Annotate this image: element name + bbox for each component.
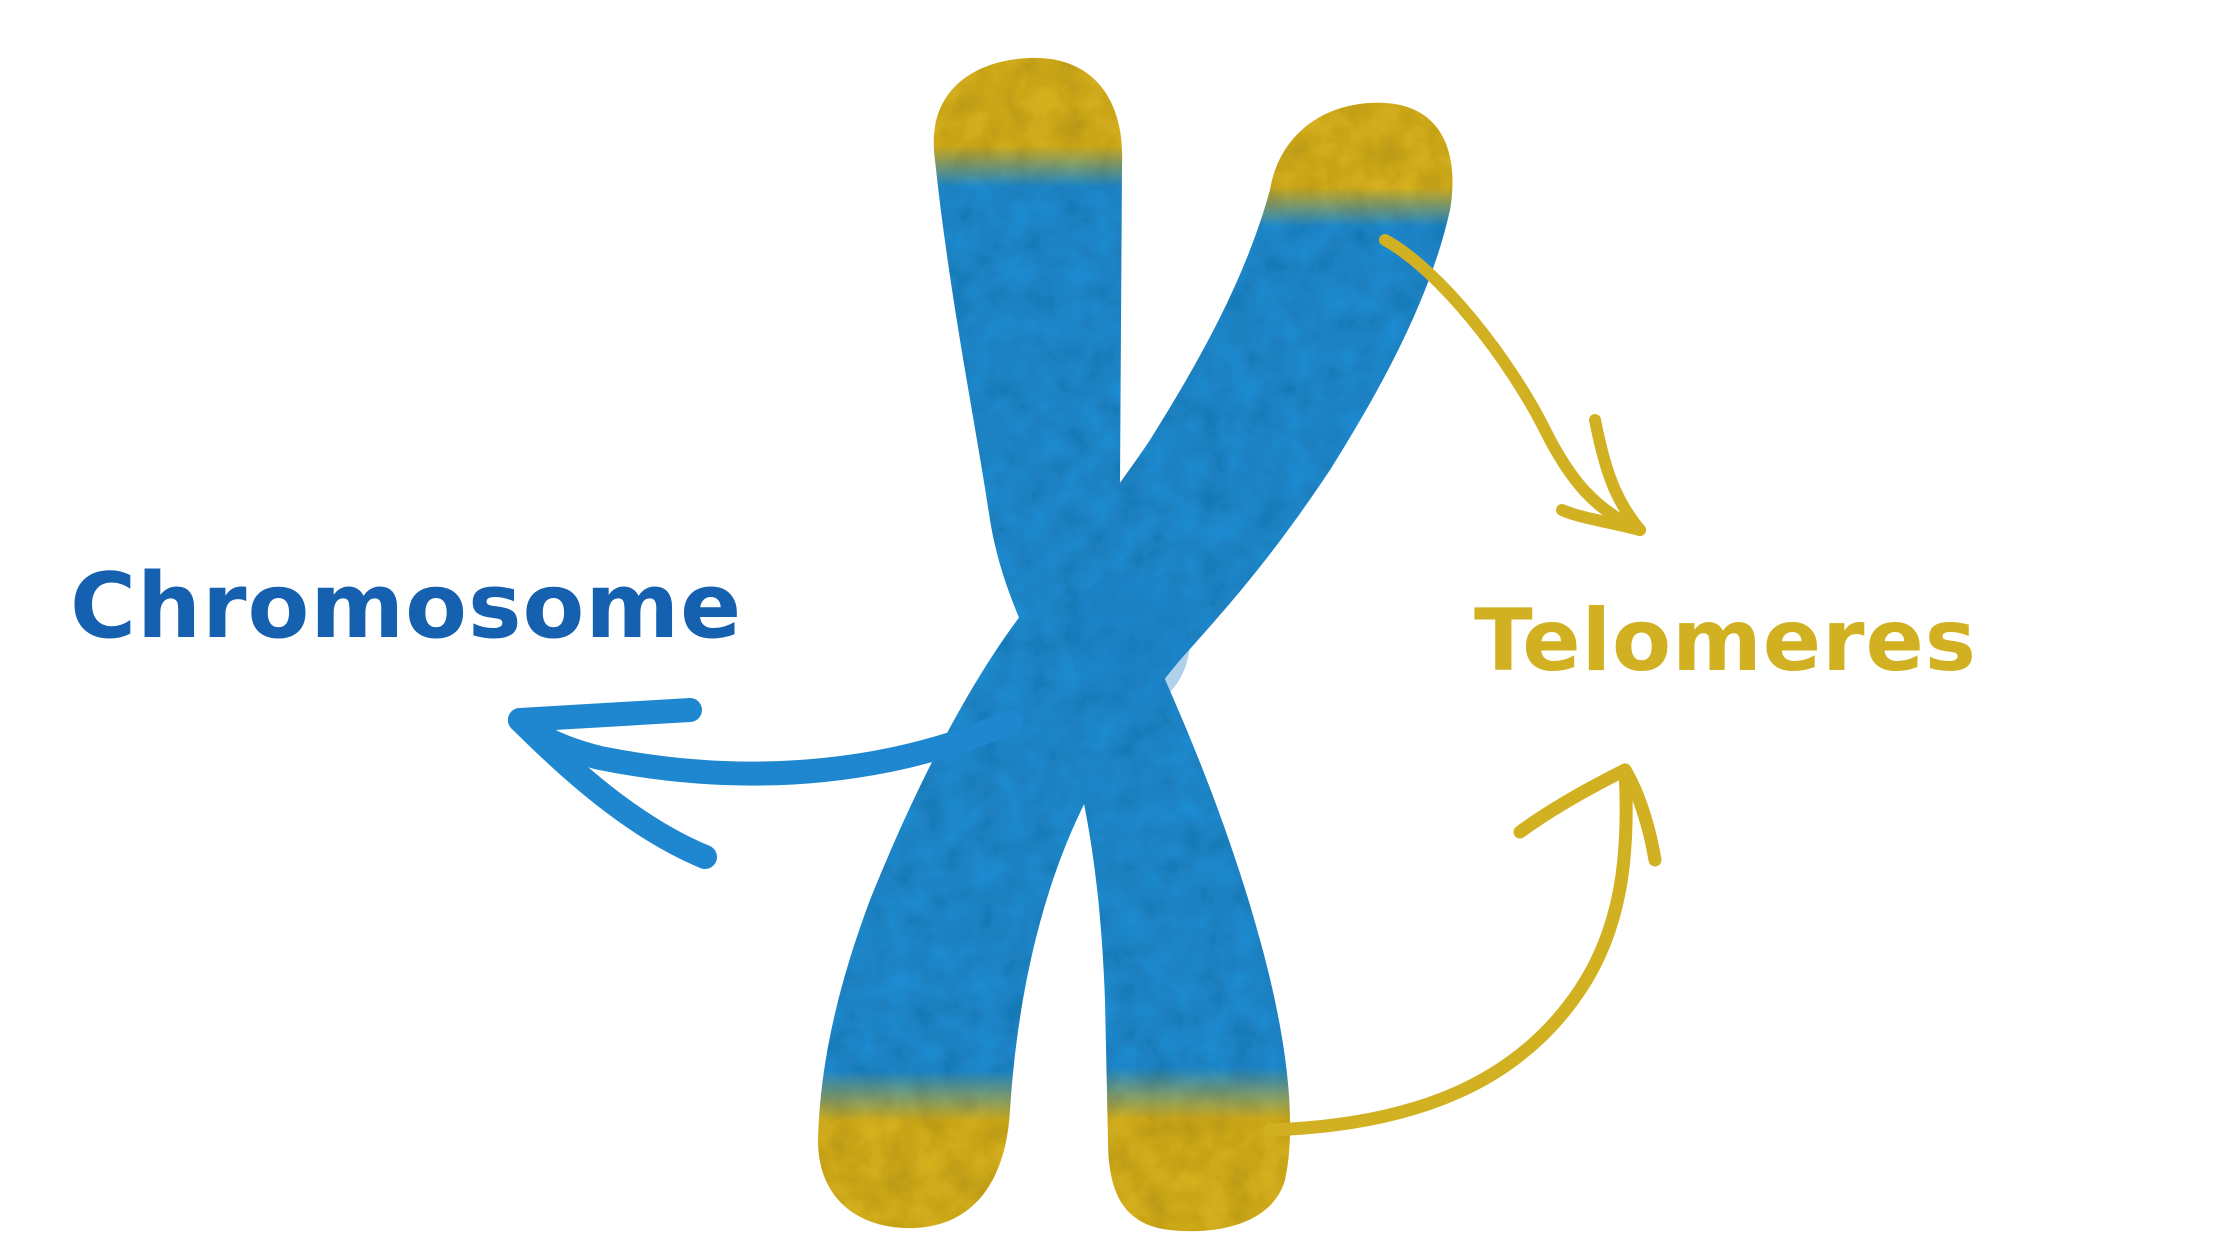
telomeres-label: Telomeres — [1474, 591, 1977, 691]
telomere-arrow-lower — [1263, 763, 1662, 1137]
centromere — [1070, 570, 1190, 710]
chromosome-label: Chromosome — [70, 554, 743, 659]
chromosome-arrow — [508, 698, 1022, 869]
telomere-arrow-upper — [1379, 234, 1646, 536]
chromatid-top-right-to-bottom-left — [818, 102, 1453, 1229]
